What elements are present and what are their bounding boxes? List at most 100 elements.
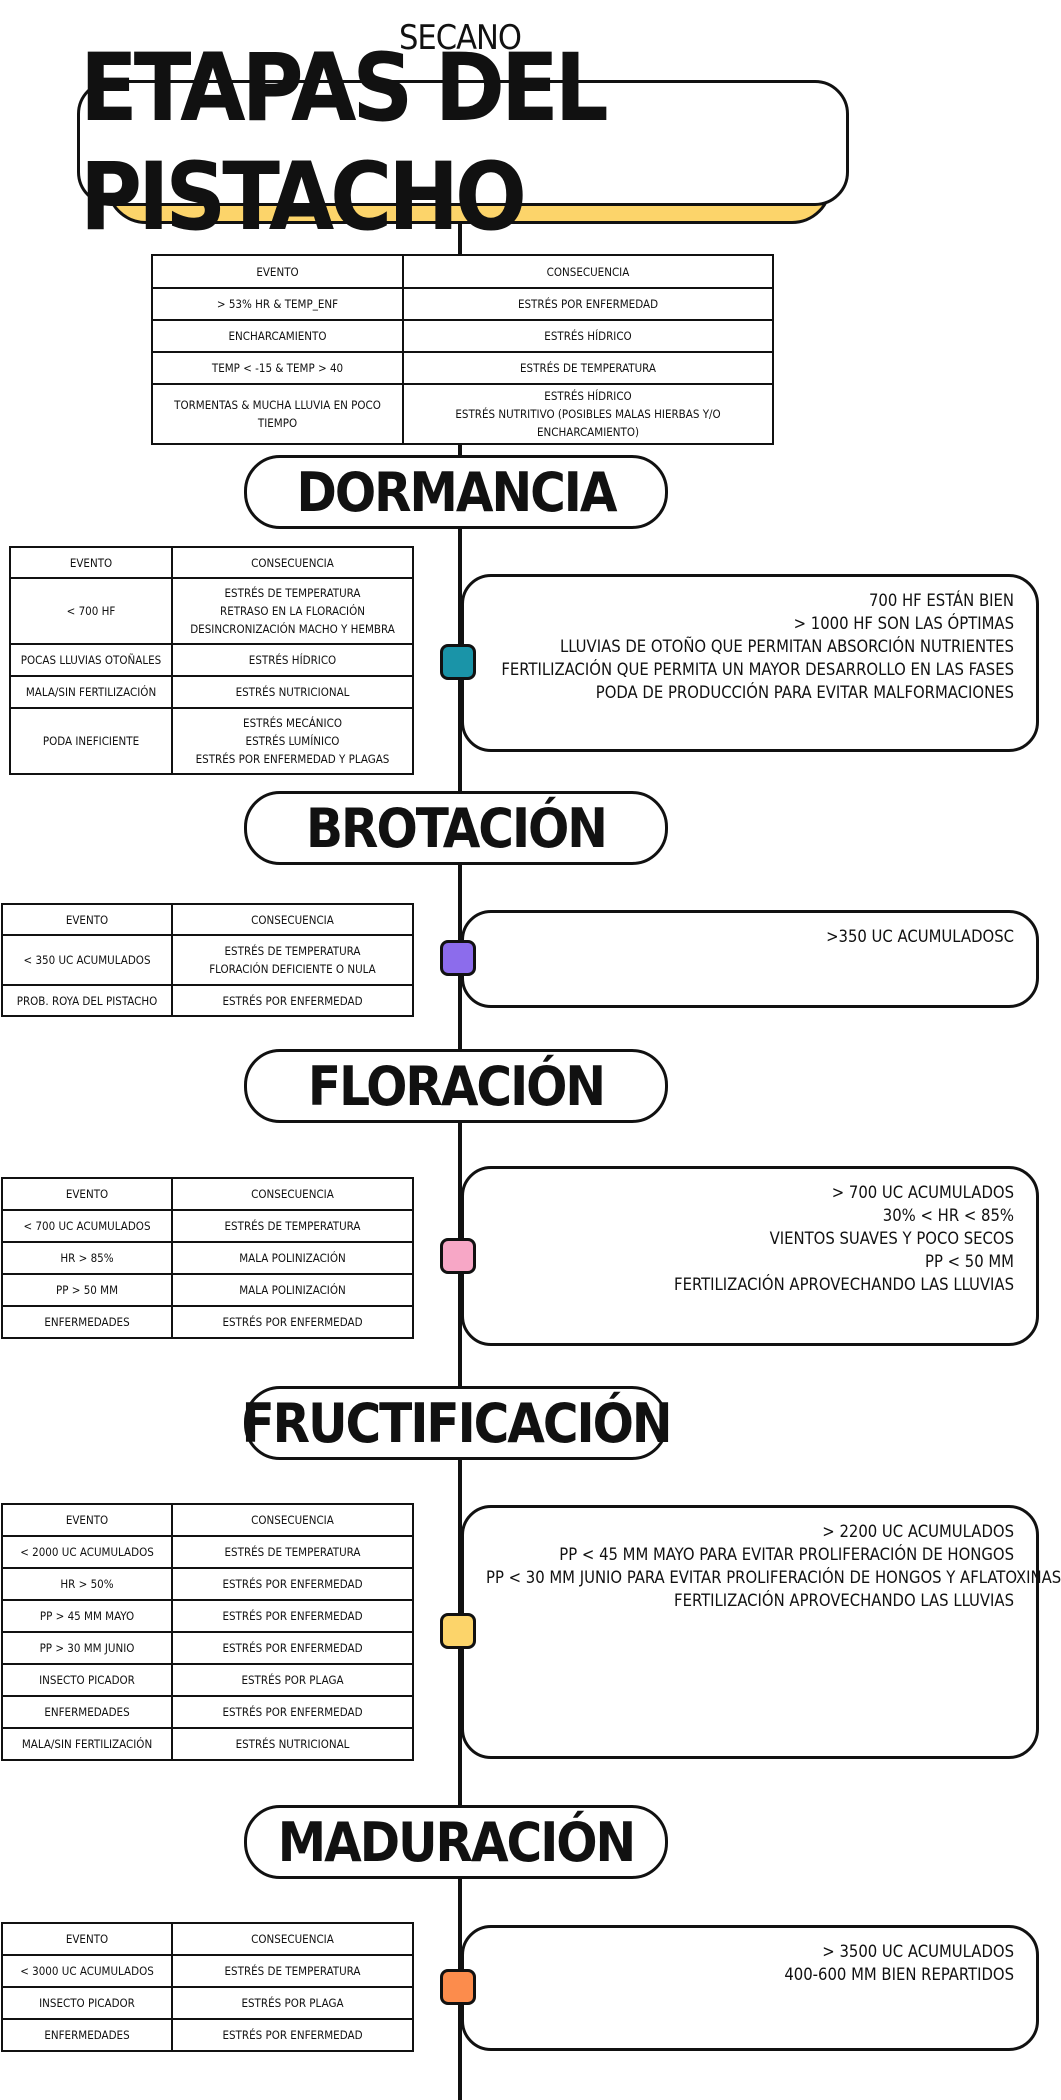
table-row: POCAS LLUVIAS OTOÑALES ESTRÉS HÍDRICO <box>9 643 414 677</box>
stage-title-maduracion: MADURACIÓN <box>244 1805 668 1879</box>
table-header: EVENTO CONSECUENCIA <box>151 254 774 289</box>
table-header-cell: CONSECUENCIA <box>171 903 414 936</box>
table-header: EVENTO CONSECUENCIA <box>1 1177 414 1211</box>
consequence-cell: MALA POLINIZACIÓN <box>171 1273 414 1307</box>
consequence-cell: ESTRÉS DE TEMPERATURA <box>171 1209 414 1243</box>
event-cell: TORMENTAS & MUCHA LLUVIA EN POCO TIEMPO <box>151 383 404 445</box>
table-header-cell: EVENTO <box>9 546 173 579</box>
consequence-cell: ESTRÉS POR ENFERMEDAD <box>171 1695 414 1729</box>
timeline-line <box>458 200 462 2100</box>
floracion-info-box: > 700 UC ACUMULADOS 30% < HR < 85% VIENT… <box>461 1166 1039 1346</box>
purple-square-icon <box>440 940 476 976</box>
table-row: PROB. ROYA DEL PISTACHO ESTRÉS POR ENFER… <box>1 984 414 1017</box>
info-line: PP < 30 MM JUNIO PARA EVITAR PROLIFERACI… <box>486 1568 1061 1587</box>
table-row: ENFERMEDADES ESTRÉS POR ENFERMEDAD <box>1 2018 414 2052</box>
event-cell: ENFERMEDADES <box>1 1305 173 1339</box>
table-row: PP > 30 MM JUNIO ESTRÉS POR ENFERMEDAD <box>1 1631 414 1665</box>
event-cell: > 53% HR & TEMP_ENF <box>151 287 404 321</box>
event-cell: ENFERMEDADES <box>1 1695 173 1729</box>
stage-title-brotacion: BROTACIÓN <box>244 791 668 865</box>
event-cell: INSECTO PICADOR <box>1 1986 173 2020</box>
info-line: > 3500 UC ACUMULADOS <box>822 1942 1014 1961</box>
table-header-cell: EVENTO <box>1 903 173 936</box>
info-line: PP < 50 MM <box>925 1252 1014 1271</box>
info-line: 30% < HR < 85% <box>882 1206 1014 1225</box>
info-line: FERTILIZACIÓN QUE PERMITA UN MAYOR DESAR… <box>501 660 1014 679</box>
consequence-cell: ESTRÉS POR ENFERMEDAD <box>402 287 774 321</box>
event-cell: PP > 45 MM MAYO <box>1 1599 173 1633</box>
table-header-cell: CONSECUENCIA <box>402 254 774 289</box>
dormancia-info-box: 700 HF ESTÁN BIEN > 1000 HF SON LAS ÓPTI… <box>461 574 1039 752</box>
table-row: < 700 UC ACUMULADOS ESTRÉS DE TEMPERATUR… <box>1 1209 414 1243</box>
consequence-cell: ESTRÉS DE TEMPERATURA <box>171 1535 414 1569</box>
event-cell: POCAS LLUVIAS OTOÑALES <box>9 643 173 677</box>
consequence-cell: ESTRÉS POR ENFERMEDAD <box>171 1631 414 1665</box>
event-cell: ENCHARCAMIENTO <box>151 319 404 353</box>
table-row: INSECTO PICADOR ESTRÉS POR PLAGA <box>1 1663 414 1697</box>
consequence-cell: ESTRÉS HÍDRICO <box>402 319 774 353</box>
table-row: < 3000 UC ACUMULADOS ESTRÉS DE TEMPERATU… <box>1 1954 414 1988</box>
dormancia-events-table: EVENTO CONSECUENCIA < 700 HF ESTRÉS DE T… <box>9 546 414 775</box>
event-cell: ENFERMEDADES <box>1 2018 173 2052</box>
info-line: LLUVIAS DE OTOÑO QUE PERMITAN ABSORCIÓN … <box>559 637 1014 656</box>
floracion-events-table: EVENTO CONSECUENCIA < 700 UC ACUMULADOS … <box>1 1177 414 1339</box>
table-header: EVENTO CONSECUENCIA <box>1 903 414 936</box>
page-subtitle: SECANO <box>399 18 522 58</box>
maduracion-events-table: EVENTO CONSECUENCIA < 3000 UC ACUMULADOS… <box>1 1922 414 2052</box>
maduracion-info-box: > 3500 UC ACUMULADOS 400-600 MM BIEN REP… <box>461 1925 1039 2051</box>
consequence-cell: ESTRÉS POR ENFERMEDAD <box>171 1599 414 1633</box>
info-line: >350 UC ACUMULADOSC <box>826 927 1014 946</box>
table-row: HR > 50% ESTRÉS POR ENFERMEDAD <box>1 1567 414 1601</box>
event-cell: < 2000 UC ACUMULADOS <box>1 1535 173 1569</box>
consequence-cell: ESTRÉS HÍDRICO <box>171 643 414 677</box>
stage-title-dormancia: DORMANCIA <box>244 455 668 529</box>
consequence-cell: ESTRÉS POR PLAGA <box>171 1986 414 2020</box>
table-row: > 53% HR & TEMP_ENF ESTRÉS POR ENFERMEDA… <box>151 287 774 321</box>
page-title: ETAPAS DEL PISTACHO <box>77 34 849 252</box>
pink-square-icon <box>440 1238 476 1274</box>
consequence-cell: ESTRÉS POR ENFERMEDAD <box>171 1305 414 1339</box>
event-cell: < 700 HF <box>9 577 173 645</box>
brotacion-events-table: EVENTO CONSECUENCIA < 350 UC ACUMULADOS … <box>1 903 414 1017</box>
event-cell: HR > 50% <box>1 1567 173 1601</box>
table-header-cell: EVENTO <box>1 1922 173 1956</box>
info-line: 400-600 MM BIEN REPARTIDOS <box>784 1965 1014 1984</box>
table-row: PP > 50 MM MALA POLINIZACIÓN <box>1 1273 414 1307</box>
fructificacion-info-box: > 2200 UC ACUMULADOS PP < 45 MM MAYO PAR… <box>461 1505 1061 1759</box>
event-cell: HR > 85% <box>1 1241 173 1275</box>
info-line: PP < 45 MM MAYO PARA EVITAR PROLIFERACIÓ… <box>559 1545 1014 1564</box>
consequence-cell: ESTRÉS DE TEMPERATURA <box>402 351 774 385</box>
table-row: MALA/SIN FERTILIZACIÓN ESTRÉS NUTRICIONA… <box>9 675 414 709</box>
table-header: EVENTO CONSECUENCIA <box>1 1503 414 1537</box>
consequence-cell: ESTRÉS NUTRICIONAL <box>171 675 414 709</box>
table-row: ENFERMEDADES ESTRÉS POR ENFERMEDAD <box>1 1695 414 1729</box>
table-row: TEMP < -15 & TEMP > 40 ESTRÉS DE TEMPERA… <box>151 351 774 385</box>
event-cell: PP > 30 MM JUNIO <box>1 1631 173 1665</box>
table-row: ENFERMEDADES ESTRÉS POR ENFERMEDAD <box>1 1305 414 1339</box>
fructificacion-events-table: EVENTO CONSECUENCIA < 2000 UC ACUMULADOS… <box>1 1503 414 1761</box>
event-cell: MALA/SIN FERTILIZACIÓN <box>9 675 173 709</box>
table-row: ENCHARCAMIENTO ESTRÉS HÍDRICO <box>151 319 774 353</box>
consequence-cell: ESTRÉS POR ENFERMEDAD <box>171 2018 414 2052</box>
table-header-cell: CONSECUENCIA <box>171 546 414 579</box>
info-line: FERTILIZACIÓN APROVECHANDO LAS LLUVIAS <box>674 1275 1014 1294</box>
teal-square-icon <box>440 644 476 680</box>
info-line: > 1000 HF SON LAS ÓPTIMAS <box>793 614 1014 633</box>
table-header-cell: CONSECUENCIA <box>171 1177 414 1211</box>
table-header-cell: CONSECUENCIA <box>171 1503 414 1537</box>
event-cell: PROB. ROYA DEL PISTACHO <box>1 984 173 1017</box>
table-row: PP > 45 MM MAYO ESTRÉS POR ENFERMEDAD <box>1 1599 414 1633</box>
info-line: FERTILIZACIÓN APROVECHANDO LAS LLUVIAS <box>674 1591 1014 1610</box>
table-row: INSECTO PICADOR ESTRÉS POR PLAGA <box>1 1986 414 2020</box>
consequence-cell: ESTRÉS DE TEMPERATURA <box>171 1954 414 1988</box>
info-line: > 2200 UC ACUMULADOS <box>822 1522 1014 1541</box>
event-cell: MALA/SIN FERTILIZACIÓN <box>1 1727 173 1761</box>
table-header-cell: EVENTO <box>1 1503 173 1537</box>
stage-title-fructificacion: FRUCTIFICACIÓN <box>241 1386 673 1460</box>
brotacion-info-box: >350 UC ACUMULADOSC <box>461 910 1039 1008</box>
